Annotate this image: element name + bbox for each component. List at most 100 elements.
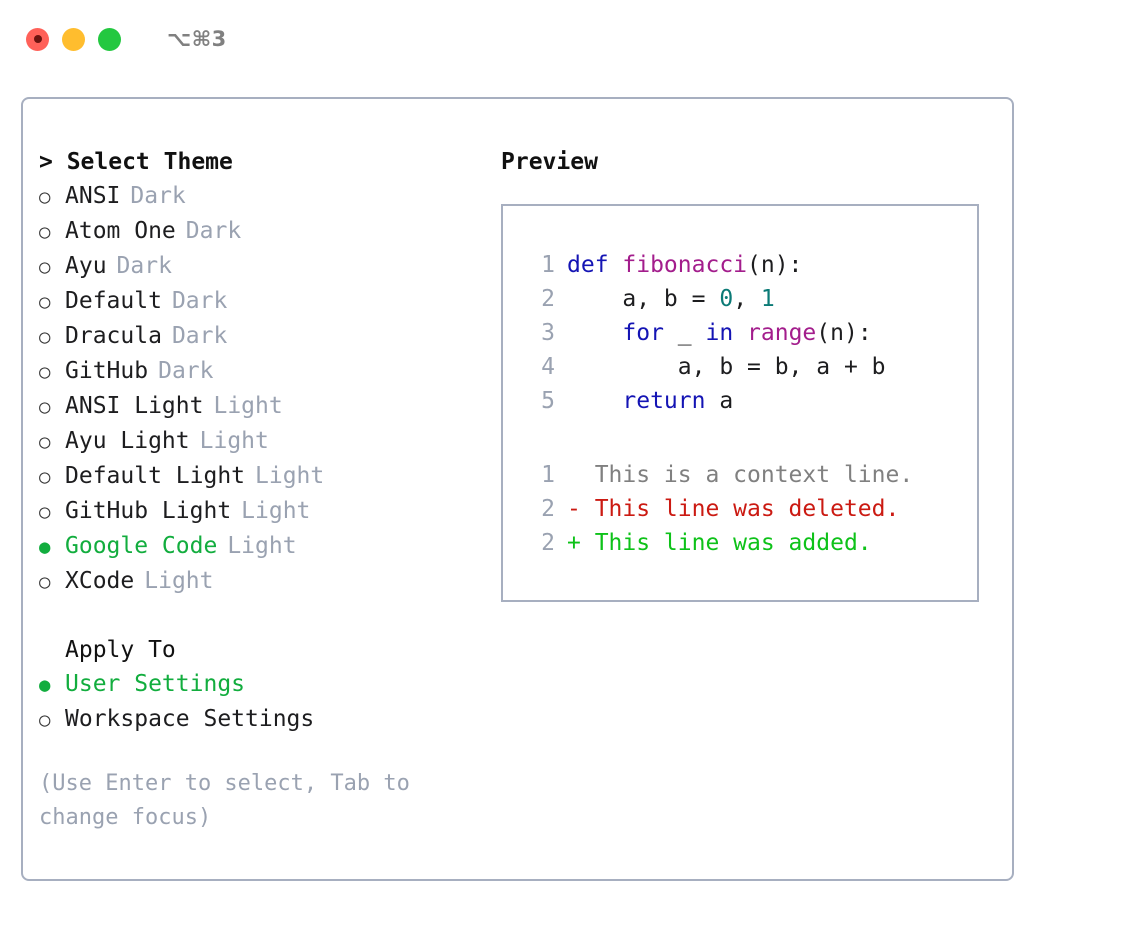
diff-line-add: 2 + This line was added. bbox=[503, 526, 977, 560]
diff-line-content: - This line was deleted. bbox=[567, 496, 900, 522]
diff-sample: 1 This is a context line.2- This line wa… bbox=[503, 458, 977, 560]
code-token-kw: return bbox=[622, 388, 706, 414]
code-token-txt: , bbox=[733, 286, 761, 312]
theme-option-label: Ayu Light bbox=[65, 428, 190, 454]
theme-option-label: GitHub Light bbox=[65, 498, 232, 524]
theme-option-ansi-light[interactable]: ○ ANSI Light Light bbox=[39, 389, 499, 424]
radio-unselected-icon: ○ bbox=[39, 501, 51, 523]
theme-option-label: Dracula bbox=[65, 323, 162, 349]
theme-option-tag: Light bbox=[213, 393, 283, 419]
theme-option-ayu[interactable]: ○ Ayu Dark bbox=[39, 249, 499, 284]
radio-unselected-icon: ○ bbox=[39, 256, 51, 278]
radio-unselected-icon: ○ bbox=[39, 571, 51, 593]
code-token-num: 0 bbox=[719, 286, 734, 312]
theme-option-ayu-light[interactable]: ○ Ayu Light Light bbox=[39, 424, 499, 459]
theme-option-tag: Light bbox=[227, 533, 297, 559]
theme-option-label: GitHub bbox=[65, 358, 149, 384]
code-token-num: 1 bbox=[760, 286, 775, 312]
theme-option-tag: Light bbox=[241, 498, 311, 524]
line-number: 2 bbox=[541, 530, 555, 556]
theme-option-label: ANSI Light bbox=[65, 393, 204, 419]
theme-option-default-light[interactable]: ○ Default Light Light bbox=[39, 459, 499, 494]
radio-unselected-icon: ○ bbox=[39, 709, 51, 731]
select-theme-header: > Select Theme bbox=[39, 149, 233, 175]
code-token-txt: a, b = b, a + b bbox=[567, 354, 886, 380]
theme-option-label: XCode bbox=[65, 568, 135, 594]
code-token-txt: _ bbox=[663, 320, 706, 346]
minimize-window-icon[interactable] bbox=[62, 27, 85, 51]
line-number: 2 bbox=[541, 286, 555, 312]
line-number: 5 bbox=[541, 388, 555, 414]
code-token-txt bbox=[567, 320, 622, 346]
code-line-content: a, b = 0, 1 bbox=[567, 282, 775, 316]
theme-option-label: Default Light bbox=[65, 463, 246, 489]
apply-to-option-list: ● User Settings ○ Workspace Settings bbox=[39, 667, 499, 737]
title-bar: ⌥⌘3 bbox=[0, 0, 1140, 78]
radio-unselected-icon: ○ bbox=[39, 361, 51, 383]
line-number: 1 bbox=[541, 462, 555, 488]
theme-option-label: Default bbox=[65, 288, 162, 314]
radio-unselected-icon: ○ bbox=[39, 221, 51, 243]
theme-option-tag: Light bbox=[144, 568, 214, 594]
apply-to-option-workspace-settings[interactable]: ○ Workspace Settings bbox=[39, 702, 499, 737]
code-token-fn: range bbox=[747, 320, 817, 346]
code-token-kw: in bbox=[705, 320, 734, 346]
close-window-icon[interactable] bbox=[26, 27, 49, 51]
diff-line-ctx: 1 This is a context line. bbox=[503, 458, 977, 492]
apply-to-option-label: User Settings bbox=[65, 671, 246, 697]
line-number: 3 bbox=[541, 320, 555, 346]
theme-option-tag: Dark bbox=[185, 218, 242, 244]
keyboard-hint-text: (Use Enter to select, Tab to change focu… bbox=[39, 771, 424, 830]
code-token-kw: def bbox=[567, 252, 623, 278]
code-token-txt: a, b = bbox=[567, 286, 720, 312]
maximize-window-icon[interactable] bbox=[98, 27, 121, 51]
theme-option-label: Google Code bbox=[65, 533, 218, 559]
radio-unselected-icon: ○ bbox=[39, 186, 51, 208]
code-line-content: a, b = b, a + b bbox=[567, 350, 886, 384]
radio-unselected-icon: ○ bbox=[39, 431, 51, 453]
theme-option-tag: Dark bbox=[158, 358, 214, 384]
radio-unselected-icon: ○ bbox=[39, 466, 51, 488]
code-token-txt bbox=[733, 320, 747, 346]
radio-unselected-icon: ○ bbox=[39, 326, 51, 348]
radio-selected-icon: ● bbox=[39, 536, 51, 558]
theme-option-google-code[interactable]: ● Google Code Light bbox=[39, 529, 499, 564]
code-token-txt: (n): bbox=[747, 252, 803, 278]
preview-header: Preview bbox=[501, 149, 598, 175]
theme-option-tag: Dark bbox=[116, 253, 172, 279]
code-line-content: def fibonacci(n): bbox=[567, 248, 802, 282]
code-line: 2 a, b = 0, 1 bbox=[503, 282, 977, 316]
theme-option-github[interactable]: ○ GitHub Dark bbox=[39, 354, 499, 389]
theme-option-github-light[interactable]: ○ GitHub Light Light bbox=[39, 494, 499, 529]
keyboard-shortcut-label: ⌥⌘3 bbox=[167, 27, 227, 51]
apply-to-option-user-settings[interactable]: ● User Settings bbox=[39, 667, 499, 702]
code-token-txt bbox=[567, 388, 622, 414]
theme-option-xcode[interactable]: ○ XCode Light bbox=[39, 564, 499, 599]
theme-option-tag: Light bbox=[199, 428, 269, 454]
theme-option-label: Ayu bbox=[65, 253, 107, 279]
theme-option-tag: Light bbox=[255, 463, 325, 489]
code-token-fn: fibonacci bbox=[622, 252, 748, 278]
code-line: 4 a, b = b, a + b bbox=[503, 350, 977, 384]
radio-selected-icon: ● bbox=[39, 674, 51, 696]
theme-option-tag: Dark bbox=[130, 183, 186, 209]
radio-unselected-icon: ○ bbox=[39, 396, 51, 418]
code-token-txt: a bbox=[705, 388, 734, 414]
apply-to-option-label: Workspace Settings bbox=[65, 706, 315, 732]
code-line-content: return a bbox=[567, 384, 733, 418]
diff-line-del: 2- This line was deleted. bbox=[503, 492, 977, 526]
diff-line-content: + This line was added. bbox=[567, 530, 872, 556]
code-line: 5 return a bbox=[503, 384, 977, 418]
code-line: 3 for _ in range(n): bbox=[503, 316, 977, 350]
traffic-lights bbox=[26, 27, 121, 51]
